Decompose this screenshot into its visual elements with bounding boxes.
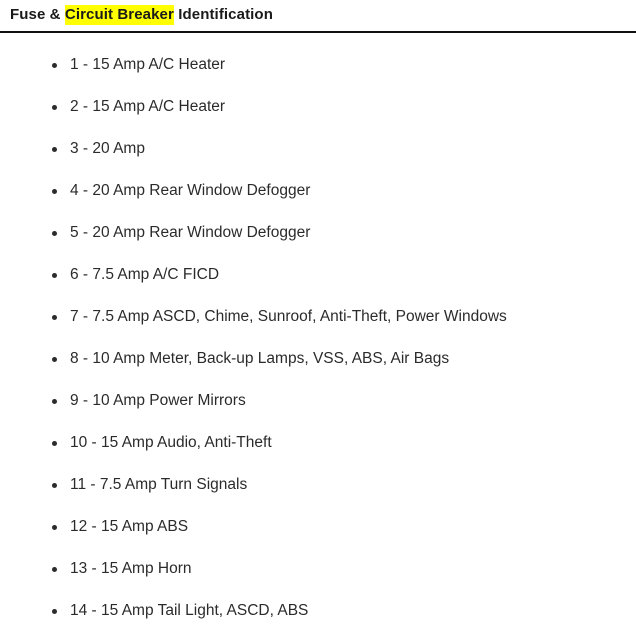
list-item-label: 8 - 10 Amp Meter, Back-up Lamps, VSS, AB… xyxy=(70,350,450,367)
list-item-label: 7 - 7.5 Amp ASCD, Chime, Sunroof, Anti-T… xyxy=(70,308,507,325)
list-item-label: 12 - 15 Amp ABS xyxy=(70,518,189,535)
list-item-label: 2 - 15 Amp A/C Heater xyxy=(70,98,226,115)
list-item-label: 14 - 15 Amp Tail Light, ASCD, ABS xyxy=(70,602,309,619)
bullet-icon xyxy=(52,441,57,446)
page-title-suffix: Identification xyxy=(173,6,273,23)
list-item-label: 11 - 7.5 Amp Turn Signals xyxy=(70,476,248,493)
bullet-icon xyxy=(52,189,57,194)
bullet-icon xyxy=(52,567,57,572)
bullet-icon xyxy=(52,525,57,530)
bullet-icon xyxy=(52,315,57,320)
list-item: 1 - 15 Amp A/C Heater xyxy=(0,44,636,86)
title-divider xyxy=(0,31,636,33)
list-item: 4 - 20 Amp Rear Window Defogger xyxy=(0,170,636,212)
bullet-icon xyxy=(52,63,57,68)
list-item: 5 - 20 Amp Rear Window Defogger xyxy=(0,212,636,254)
list-item: 7 - 7.5 Amp ASCD, Chime, Sunroof, Anti-T… xyxy=(0,296,636,338)
list-item: 8 - 10 Amp Meter, Back-up Lamps, VSS, AB… xyxy=(0,338,636,380)
bullet-icon xyxy=(52,399,57,404)
list-item: 2 - 15 Amp A/C Heater xyxy=(0,86,636,128)
list-item-label: 6 - 7.5 Amp A/C FICD xyxy=(70,266,220,283)
list-item-label: 13 - 15 Amp Horn xyxy=(70,560,192,577)
list-item: 9 - 10 Amp Power Mirrors xyxy=(0,380,636,422)
bullet-icon xyxy=(52,231,57,236)
list-item-label: 4 - 20 Amp Rear Window Defogger xyxy=(70,182,311,199)
list-item: 14 - 15 Amp Tail Light, ASCD, ABS xyxy=(0,590,636,632)
list-item-label: 1 - 15 Amp A/C Heater xyxy=(70,56,226,73)
bullet-icon xyxy=(52,357,57,362)
list-item: 13 - 15 Amp Horn xyxy=(0,548,636,590)
list-item: 6 - 7.5 Amp A/C FICD xyxy=(0,254,636,296)
bullet-icon xyxy=(52,105,57,110)
list-item-label: 9 - 10 Amp Power Mirrors xyxy=(70,392,246,409)
page-title-prefix: Fuse & xyxy=(10,6,65,23)
list-item-label: 5 - 20 Amp Rear Window Defogger xyxy=(70,224,311,241)
bullet-icon xyxy=(52,147,57,152)
list-item: 12 - 15 Amp ABS xyxy=(0,506,636,548)
page-title-highlighted-term: Circuit Breaker xyxy=(64,5,174,25)
list-item: 11 - 7.5 Amp Turn Signals xyxy=(0,464,636,506)
fuse-identification-list: 1 - 15 Amp A/C Heater 2 - 15 Amp A/C Hea… xyxy=(0,44,636,632)
bullet-icon xyxy=(52,609,57,614)
page-title: Fuse & Circuit Breaker Identification xyxy=(0,0,636,25)
list-item: 10 - 15 Amp Audio, Anti-Theft xyxy=(0,422,636,464)
list-item: 3 - 20 Amp xyxy=(0,128,636,170)
list-item-label: 3 - 20 Amp xyxy=(70,140,145,157)
bullet-icon xyxy=(52,273,57,278)
bullet-icon xyxy=(52,483,57,488)
list-item-label: 10 - 15 Amp Audio, Anti-Theft xyxy=(70,434,272,451)
